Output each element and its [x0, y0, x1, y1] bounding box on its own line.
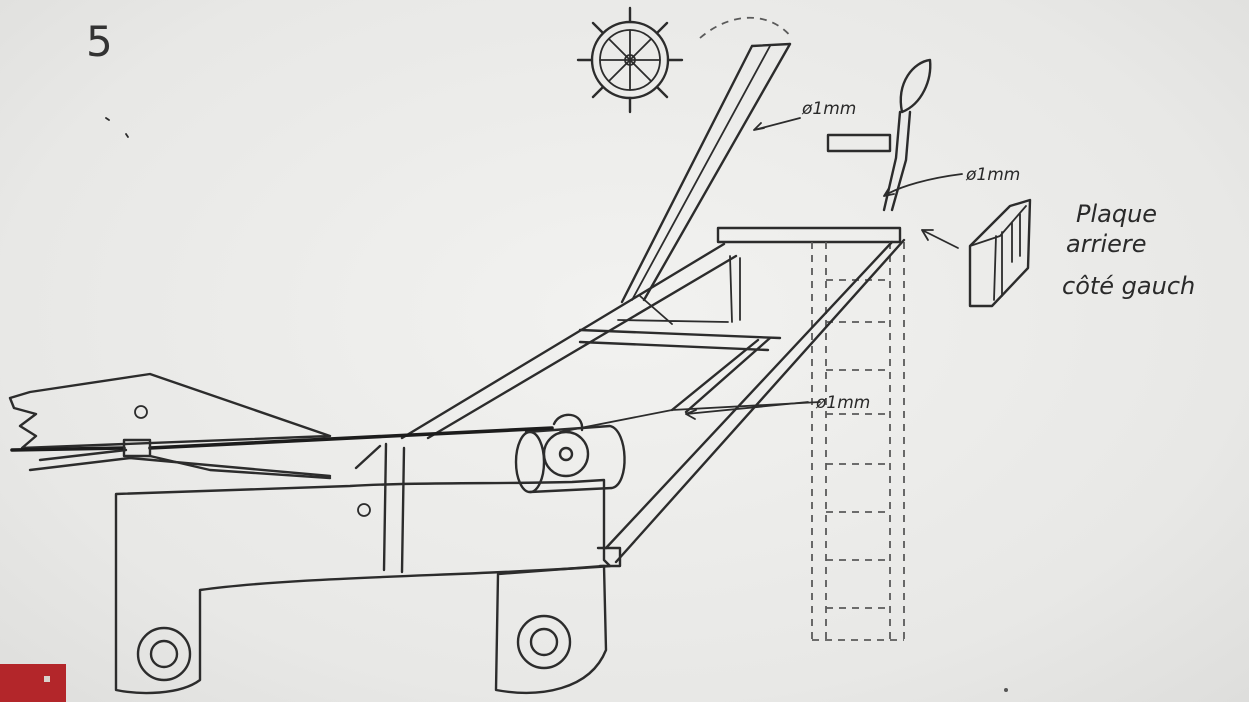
ladder-icon — [811, 242, 905, 641]
motion-arc — [699, 16, 793, 39]
arrow-seat-post — [883, 173, 963, 197]
step-number: 5 — [86, 17, 113, 66]
arrow-plate — [921, 229, 959, 249]
stray-marks — [105, 117, 129, 138]
steering-wheel-icon — [576, 6, 684, 114]
chassis-hole — [357, 503, 371, 517]
chassis — [114, 442, 612, 695]
seat-icon — [826, 58, 932, 212]
rear-plate-icon — [968, 198, 1032, 308]
corner-red-object-mark — [44, 676, 50, 682]
steering-rod — [620, 42, 792, 304]
frame-beams — [400, 238, 906, 568]
note-line-1: Plaque — [1076, 200, 1157, 228]
stray-dot — [1004, 688, 1008, 692]
dim-label-seat-post: ø1mm — [965, 165, 1020, 185]
corner-red-object — [0, 664, 66, 702]
arrow-rod — [753, 117, 801, 131]
boom-linkage — [8, 372, 821, 480]
arrow-tie-rod — [685, 401, 809, 420]
platform — [716, 226, 902, 244]
note-line-3: côté gauch — [1062, 272, 1195, 300]
dim-label-tie-rod: ø1mm — [815, 393, 870, 413]
note-line-2: arriere — [1066, 230, 1147, 258]
wheel-icon — [136, 614, 572, 682]
drum-icon — [514, 413, 626, 494]
dim-label-rod: ø1mm — [801, 99, 856, 119]
